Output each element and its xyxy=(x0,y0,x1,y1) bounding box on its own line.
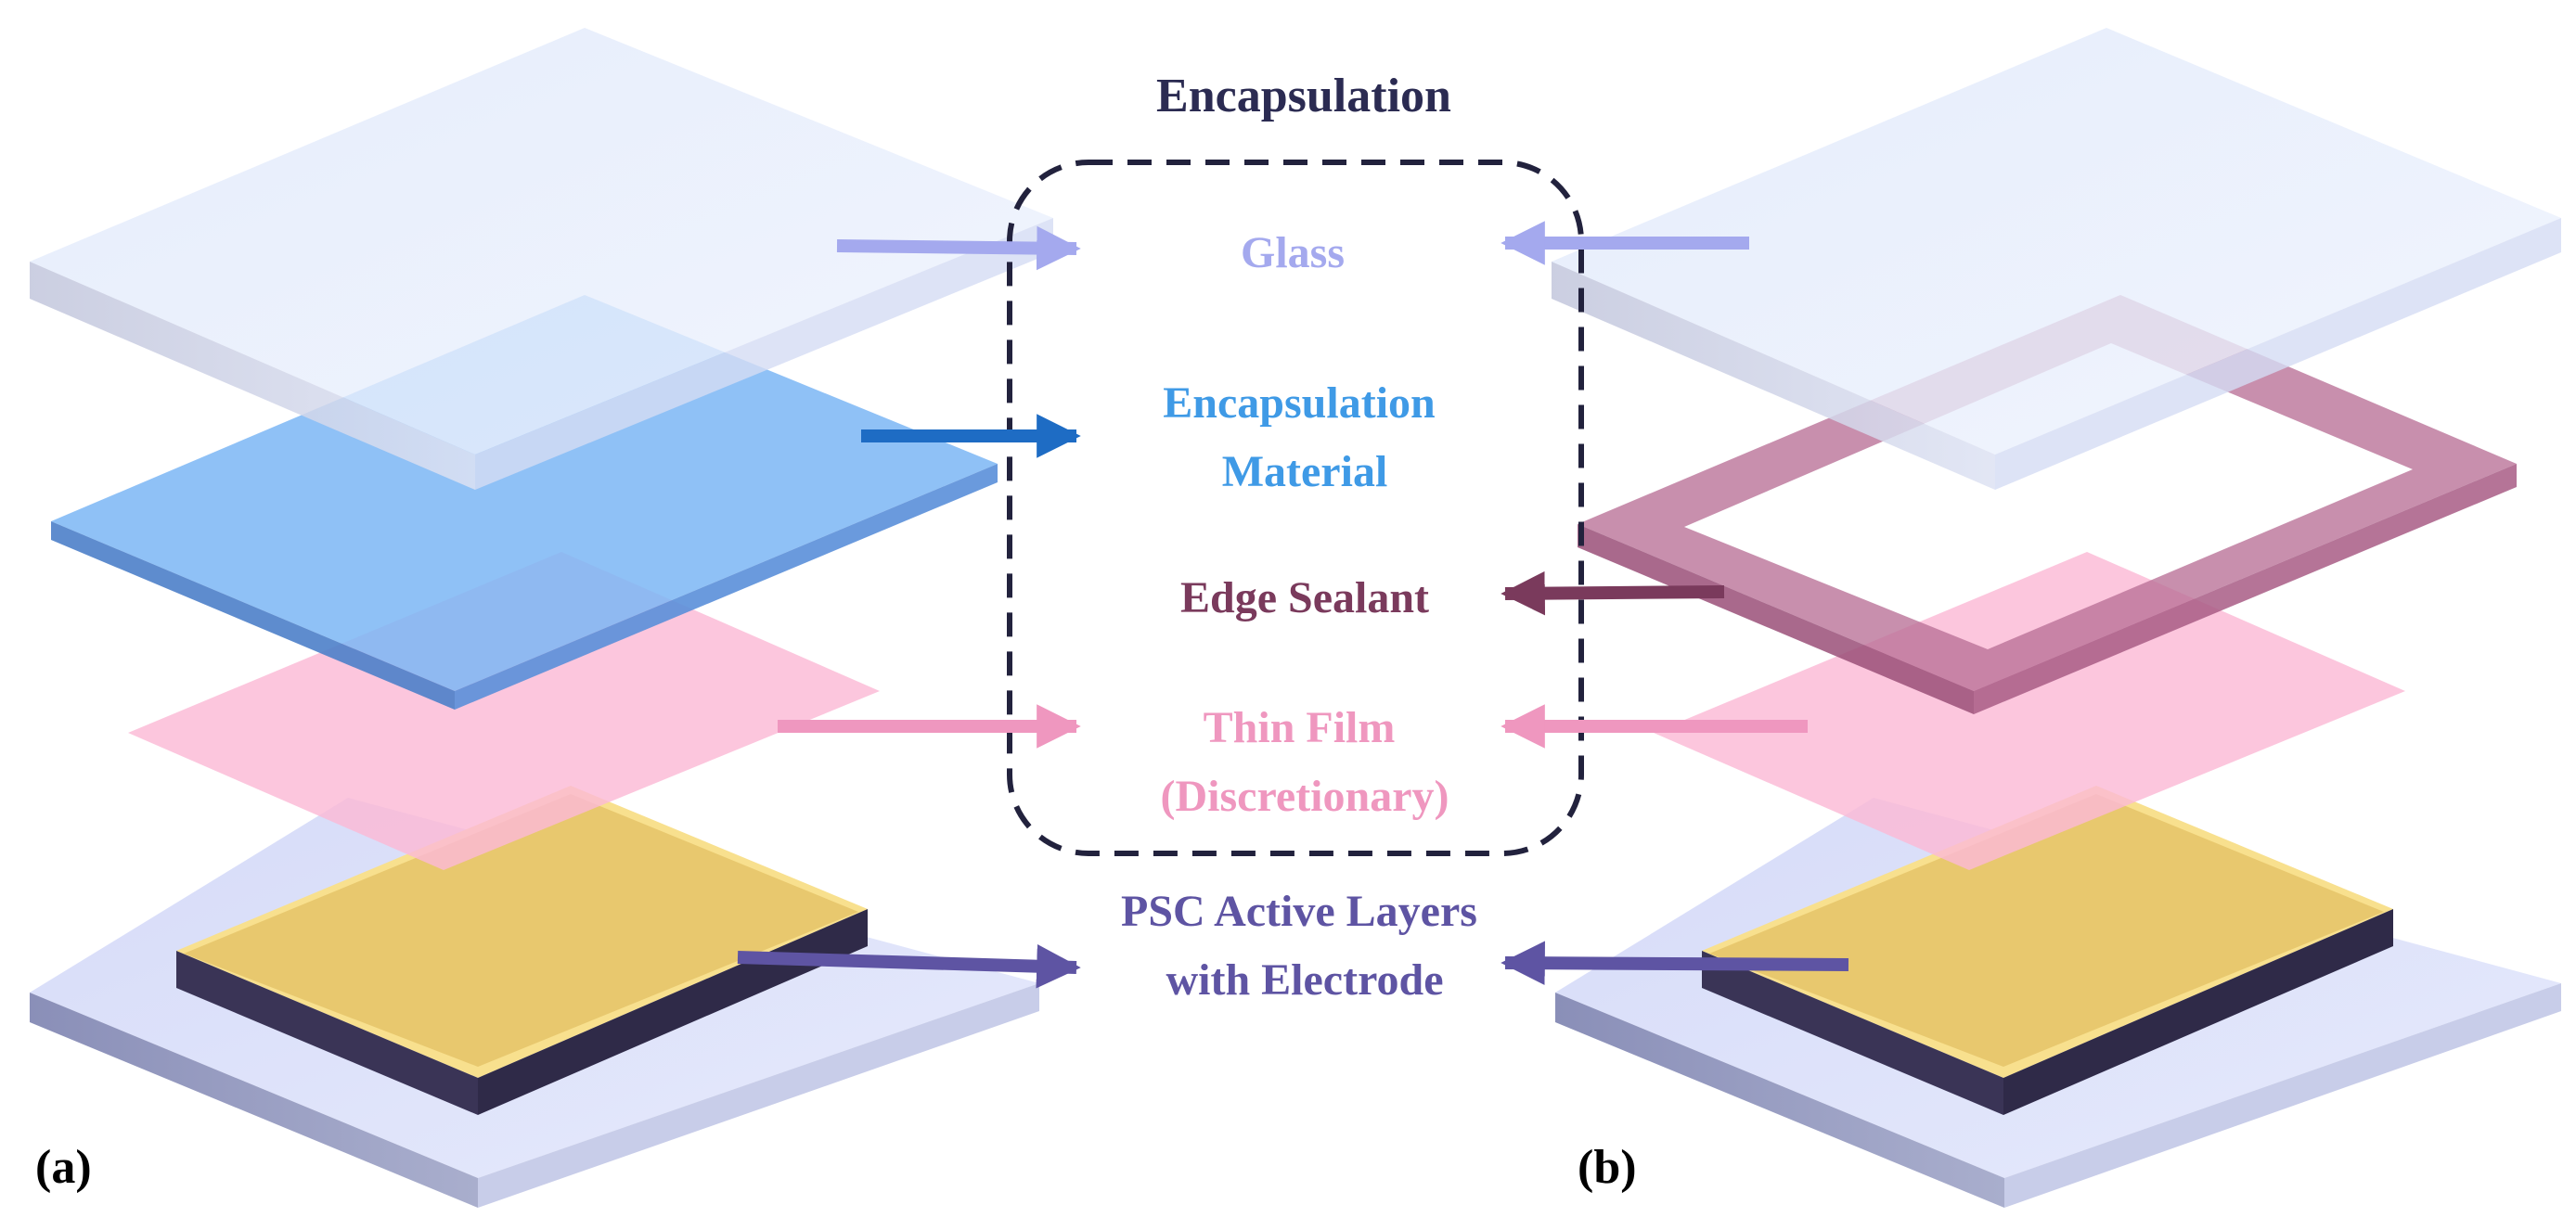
glass-layer-b xyxy=(1552,28,2561,490)
arrows-right xyxy=(1501,221,1849,986)
thin-film-layer-b xyxy=(1654,552,2405,870)
panel-a xyxy=(30,28,1053,1208)
psc-layers-label: PSC Active Layers with Electrode xyxy=(1121,887,1488,1005)
psc-layers-label-line2: with Electrode xyxy=(1166,955,1443,1005)
edge-sealant-frame-b xyxy=(1578,295,2517,714)
psc-layers-label-line1: PSC Active Layers xyxy=(1121,887,1477,936)
encapsulation-title: Encapsulation xyxy=(1156,70,1451,122)
encapsulation-material-label-line2: Material xyxy=(1222,447,1388,496)
encapsulation-material-label-line1: Encapsulation xyxy=(1163,378,1435,428)
arrow-left-icon xyxy=(1501,570,1725,616)
arrow-right-icon xyxy=(836,225,1081,271)
panel-label-a: (a) xyxy=(35,1141,92,1194)
encapsulation-material-label: Encapsulation Material xyxy=(1163,378,1446,496)
panel-label-b: (b) xyxy=(1578,1141,1637,1194)
encapsulation-material-layer-a xyxy=(51,295,998,710)
glass-layer-a xyxy=(30,28,1053,490)
glass-label: Glass xyxy=(1241,228,1345,277)
thin-film-label-line1: Thin Film xyxy=(1204,703,1396,752)
edge-sealant-label: Edge Sealant xyxy=(1180,573,1429,622)
thin-film-label-line2: (Discretionary) xyxy=(1160,772,1449,821)
arrow-right-icon xyxy=(737,943,1081,989)
thin-film-label: Thin Film (Discretionary) xyxy=(1160,703,1449,821)
arrow-left-icon xyxy=(1501,941,1849,986)
psc-active-layers-b xyxy=(1702,786,2393,1115)
thin-film-layer-a xyxy=(128,552,880,870)
encapsulation-boundary xyxy=(1007,160,1584,856)
arrows-left xyxy=(737,225,1081,989)
panel-b xyxy=(1552,28,2561,1208)
